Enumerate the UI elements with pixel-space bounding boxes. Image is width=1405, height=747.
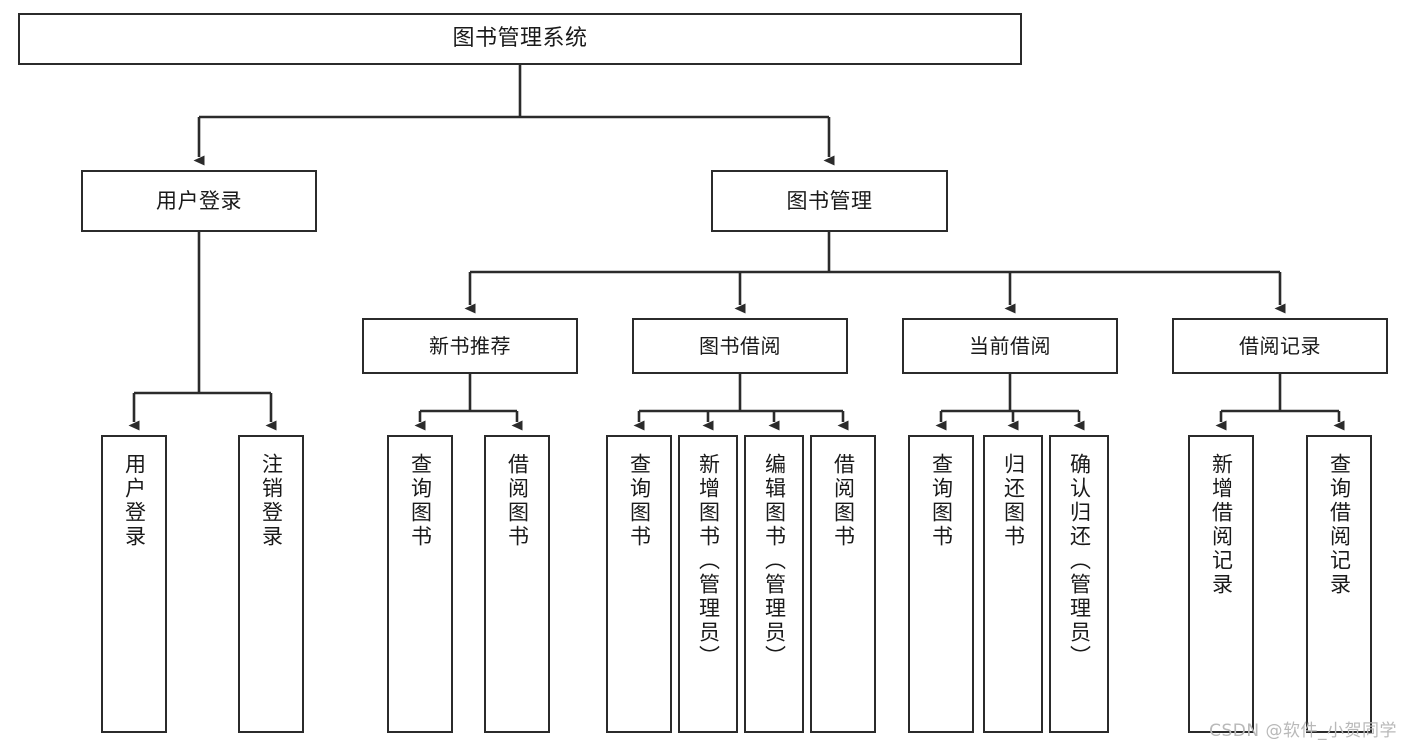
node-root-label: 图书管理系统 — [452, 26, 588, 52]
node-level3-label: 新书推荐 — [429, 333, 511, 358]
node-leaf[interactable]: 用户登录 — [101, 435, 167, 733]
node-leaf[interactable]: 查询图书 — [606, 435, 672, 733]
node-leaf-label: 新增借阅记录 — [1209, 453, 1234, 597]
node-leaf-label: 查询图书 — [408, 453, 433, 549]
node-leaf-label: 查询借阅记录 — [1327, 453, 1352, 597]
node-leaf[interactable]: 归还图书 — [983, 435, 1043, 733]
node-level3[interactable]: 借阅记录 — [1172, 318, 1388, 374]
node-leaf[interactable]: 新增图书（管理员） — [678, 435, 738, 733]
node-level3-label: 图书借阅 — [699, 333, 781, 358]
node-level2[interactable]: 用户登录 — [81, 170, 317, 232]
node-level3[interactable]: 当前借阅 — [902, 318, 1118, 374]
node-level3-label: 当前借阅 — [969, 333, 1051, 358]
node-leaf[interactable]: 借阅图书 — [484, 435, 550, 733]
node-leaf-label: 借阅图书 — [505, 453, 530, 549]
node-leaf[interactable]: 编辑图书（管理员） — [744, 435, 804, 733]
node-leaf-label: 注销登录 — [259, 453, 284, 549]
node-level3[interactable]: 新书推荐 — [362, 318, 578, 374]
node-level2-label: 用户登录 — [156, 188, 242, 213]
node-leaf[interactable]: 借阅图书 — [810, 435, 876, 733]
node-level2-label: 图书管理 — [786, 188, 873, 213]
node-leaf-label: 新增图书（管理员） — [696, 453, 721, 669]
node-leaf-label: 归还图书 — [1001, 453, 1026, 549]
node-leaf[interactable]: 查询图书 — [908, 435, 974, 733]
node-level2[interactable]: 图书管理 — [711, 170, 948, 232]
node-leaf-label: 查询图书 — [627, 453, 652, 549]
node-leaf[interactable]: 查询借阅记录 — [1306, 435, 1372, 733]
node-leaf-label: 查询图书 — [929, 453, 954, 549]
node-leaf[interactable]: 查询图书 — [387, 435, 453, 733]
node-leaf-label: 用户登录 — [122, 453, 147, 549]
node-leaf[interactable]: 新增借阅记录 — [1188, 435, 1254, 733]
node-level3[interactable]: 图书借阅 — [632, 318, 848, 374]
watermark-text: CSDN @软件_小贺同学 — [1209, 721, 1397, 741]
node-leaf-label: 编辑图书（管理员） — [762, 453, 787, 669]
node-root[interactable]: 图书管理系统 — [18, 13, 1022, 65]
node-leaf[interactable]: 注销登录 — [238, 435, 304, 733]
node-leaf[interactable]: 确认归还（管理员） — [1049, 435, 1109, 733]
node-leaf-label: 借阅图书 — [831, 453, 856, 549]
node-leaf-label: 确认归还（管理员） — [1067, 453, 1092, 669]
node-level3-label: 借阅记录 — [1239, 333, 1321, 358]
